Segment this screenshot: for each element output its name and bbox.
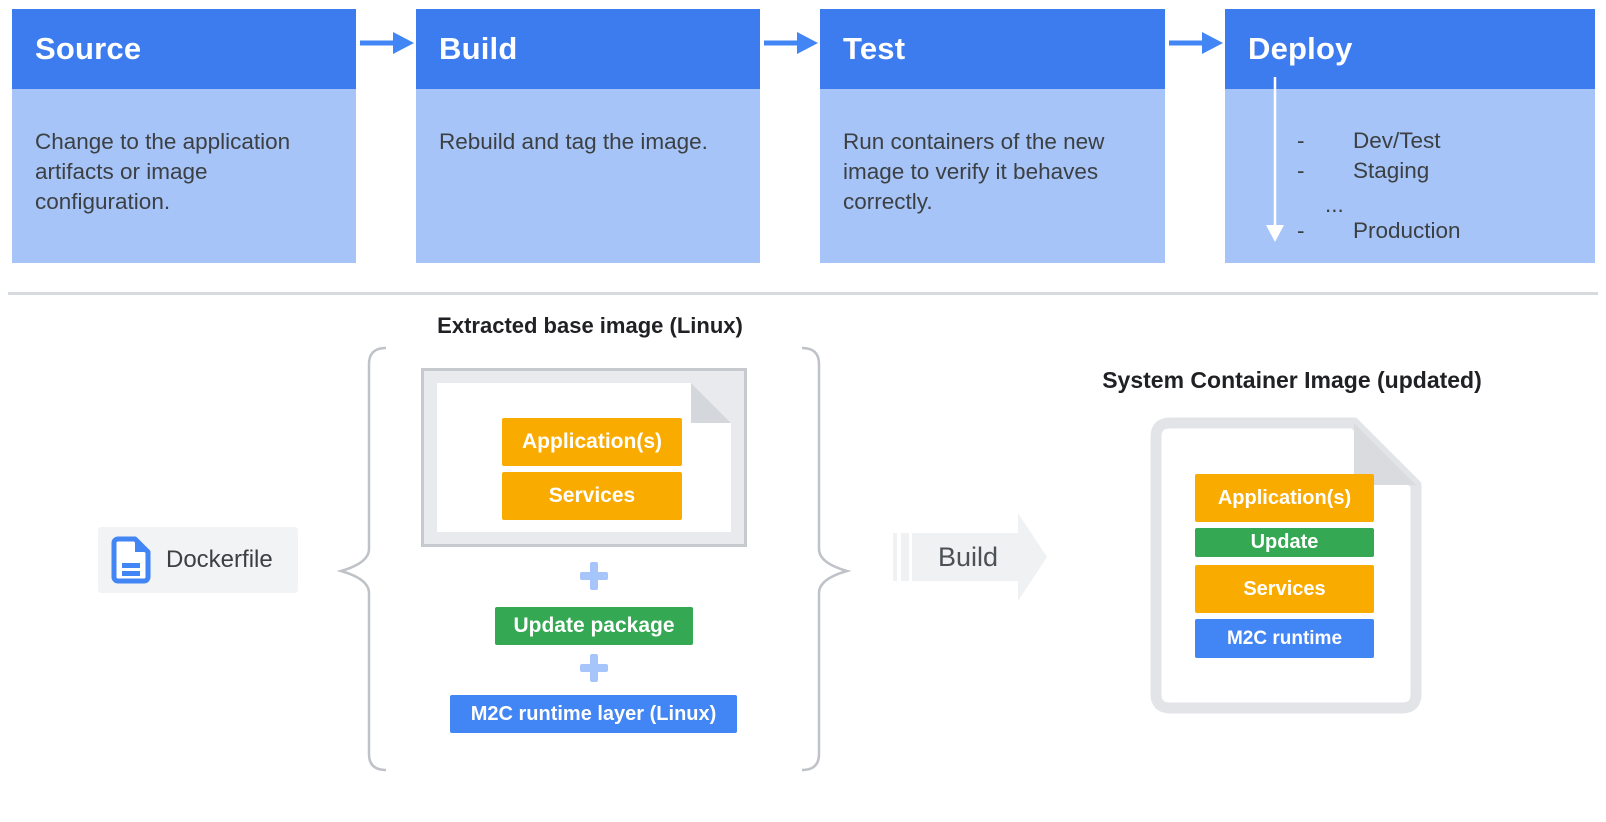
stage-title-source: Source <box>12 9 356 89</box>
stage-description-build: Rebuild and tag the image. <box>416 89 760 263</box>
stage-box-build: Build Rebuild and tag the image. <box>416 9 760 263</box>
stage-box-source: Source Change to the application artifac… <box>12 9 356 263</box>
layer-bar-applications: Application(s) <box>502 418 682 466</box>
bullet-dash: - <box>1297 158 1305 183</box>
deploy-target-dev-test: - Dev/Test <box>1297 126 1441 156</box>
dockerfile-label: Dockerfile <box>166 546 273 573</box>
stage-description-source: Change to the application artifacts or i… <box>12 89 356 263</box>
result-layer-update: Update <box>1195 528 1374 557</box>
left-brace <box>336 346 387 772</box>
dockerfile-chip: Dockerfile <box>98 527 298 593</box>
stage-box-deploy: Deploy - Dev/Test - Staging ... - Produc… <box>1225 9 1595 263</box>
right-brace <box>801 346 852 772</box>
layer-bar-m2c-runtime-layer: M2C runtime layer (Linux) <box>450 695 737 733</box>
layer-bar-update-package: Update package <box>495 607 693 645</box>
document-icon <box>111 536 151 584</box>
build-arrow-label: Build <box>937 541 999 572</box>
stage-box-test: Test Run containers of the new image to … <box>820 9 1165 263</box>
deploy-target-label: ... <box>1325 192 1344 217</box>
stage-title-test: Test <box>820 9 1165 89</box>
flow-arrow-build-test <box>764 32 818 54</box>
system-container-image-title: System Container Image (updated) <box>1102 367 1482 393</box>
extracted-base-image-title: Extracted base image (Linux) <box>437 313 743 338</box>
result-layer-services: Services <box>1195 565 1374 613</box>
result-layer-applications: Application(s) <box>1195 474 1374 522</box>
deploy-target-label: Production <box>1353 218 1461 243</box>
deploy-target-production: - Production <box>1297 216 1461 246</box>
stage-title-build: Build <box>416 9 760 89</box>
flow-arrow-test-deploy <box>1169 32 1223 54</box>
document-fold-corner-icon <box>691 383 731 423</box>
section-divider <box>8 292 1598 295</box>
stage-description-test: Run containers of the new image to verif… <box>820 89 1165 263</box>
layer-bar-services: Services <box>502 472 682 520</box>
bullet-dash: - <box>1297 128 1305 153</box>
deploy-target-label: Staging <box>1353 158 1430 183</box>
stage-title-deploy: Deploy <box>1225 9 1595 89</box>
plus-icon <box>580 654 608 682</box>
flow-arrow-source-build <box>360 32 414 54</box>
result-layer-m2c-runtime: M2C runtime <box>1195 619 1374 658</box>
plus-icon <box>580 562 608 590</box>
stage-body-deploy <box>1225 89 1595 263</box>
deploy-target-label: Dev/Test <box>1353 128 1441 153</box>
deploy-target-staging: - Staging <box>1297 156 1429 186</box>
deploy-target-ellipsis: ... <box>1325 190 1344 220</box>
bullet-dash: - <box>1297 218 1305 243</box>
